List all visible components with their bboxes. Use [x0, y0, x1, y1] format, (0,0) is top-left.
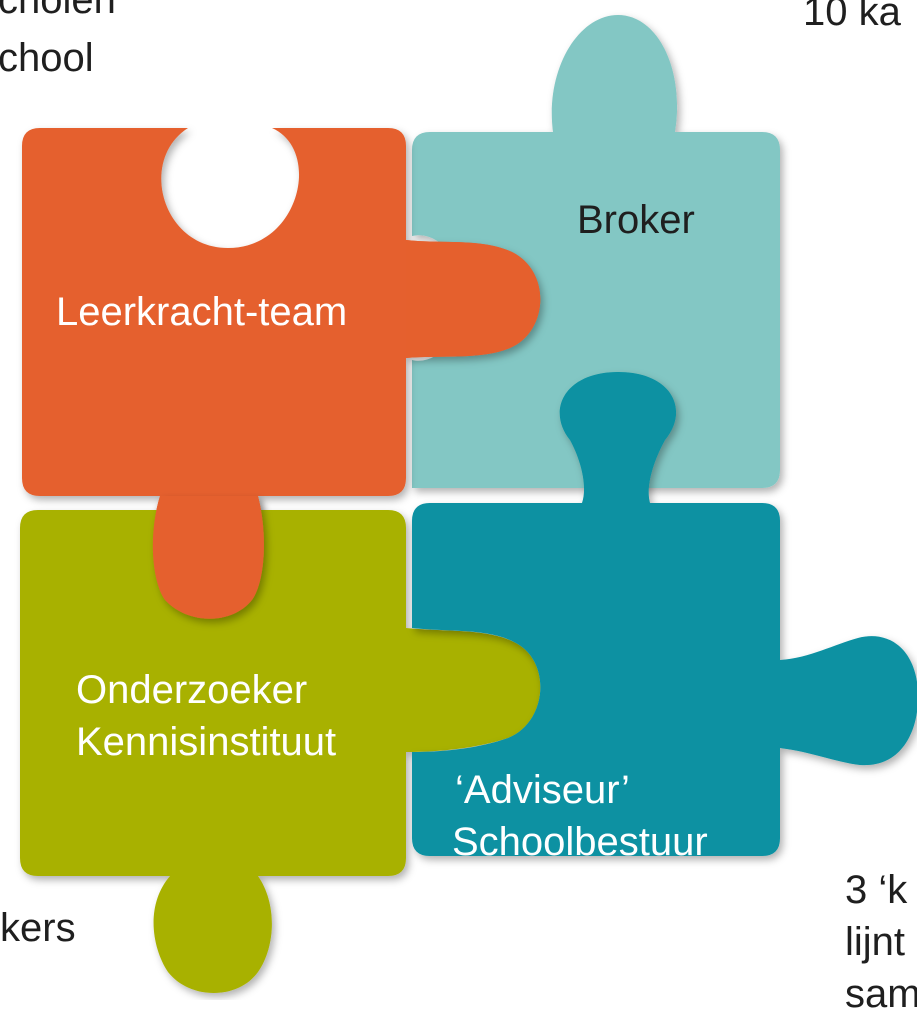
label-leerkracht-team: Leerkracht-team — [56, 290, 348, 334]
edge-text-top-right: 10 ka — [803, 0, 901, 34]
label-adviseur: ‘Adviseur’ — [455, 768, 630, 812]
edge-text-top-left-1: cholen — [0, 0, 116, 22]
edge-text-bottom-right-1: 3 ‘k — [845, 868, 908, 912]
label-kennisinstituut: Kennisinstituut — [76, 720, 337, 764]
edge-text-bottom-left: kers — [0, 906, 76, 950]
label-schoolbestuur: Schoolbestuur — [452, 820, 708, 864]
puzzle-piece-onderzoeker — [20, 510, 541, 993]
edge-text-bottom-right-2: lijnt — [845, 920, 906, 964]
puzzle-piece-adviseur — [412, 372, 917, 856]
puzzle-tab-leerkracht-bottom — [152, 496, 264, 619]
puzzle-piece-broker — [412, 15, 780, 488]
edge-text-top-left-2: chool — [0, 36, 94, 80]
edge-text-bottom-right-3: sam — [845, 972, 917, 1016]
puzzle-tab-leerkracht-right — [406, 240, 541, 358]
label-onderzoeker: Onderzoeker — [76, 668, 308, 712]
label-broker: Broker — [577, 198, 695, 242]
